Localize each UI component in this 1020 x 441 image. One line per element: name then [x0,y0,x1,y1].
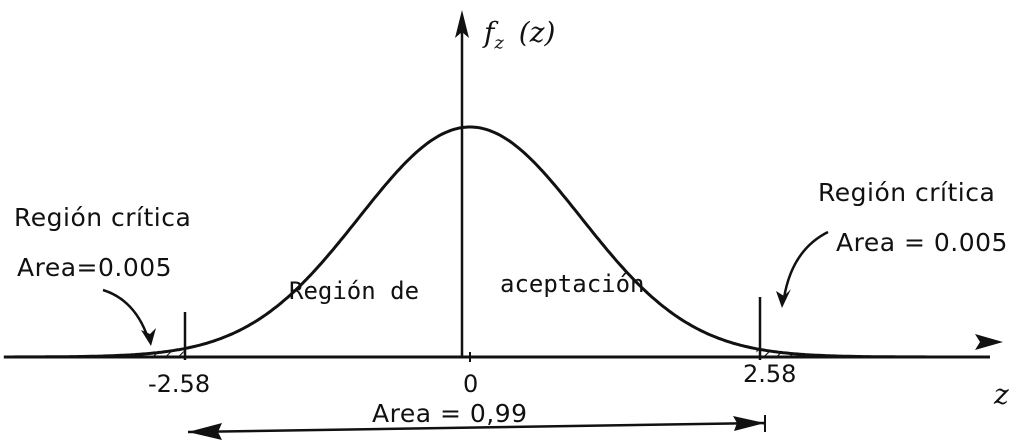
tick-label-2.58: 2.58 [743,360,797,388]
tick-label-neg-2.58: -2.58 [148,370,211,398]
acceptance-span-right-arrow-icon [733,416,765,431]
acceptance-span-line [187,421,766,434]
left-region-title: Región crítica [14,203,192,232]
right-region-title: Región crítica [818,178,996,207]
x-axis-label: z [994,378,1009,411]
acceptance-region-label-part2: aceptación [500,270,645,298]
y-axis-label-subscript: z [494,32,504,54]
y-axis-label: fz (z) [484,16,555,54]
x-axis-arrow-icon [975,334,1003,350]
y-axis-label-arg: (z) [518,16,556,49]
acceptance-region-label-part1: Región de [289,277,420,305]
right-area-pointer [782,230,829,299]
right-area-label: Area = 0.005 [836,228,1008,257]
left-pointer-arrowhead-icon [141,328,156,346]
acceptance-span-left-arrow-icon [188,423,222,440]
right-pointer-arrowhead-icon [776,289,791,308]
left-area-label: Area=0.005 [17,253,173,282]
density-curve [3,125,937,359]
left-area-pointer [102,288,150,339]
acceptance-area-label: Area = 0,99 [372,399,528,428]
y-axis-label-name: f [484,16,495,49]
tick-label-0: 0 [463,370,479,398]
y-axis-arrow-icon [455,10,469,38]
